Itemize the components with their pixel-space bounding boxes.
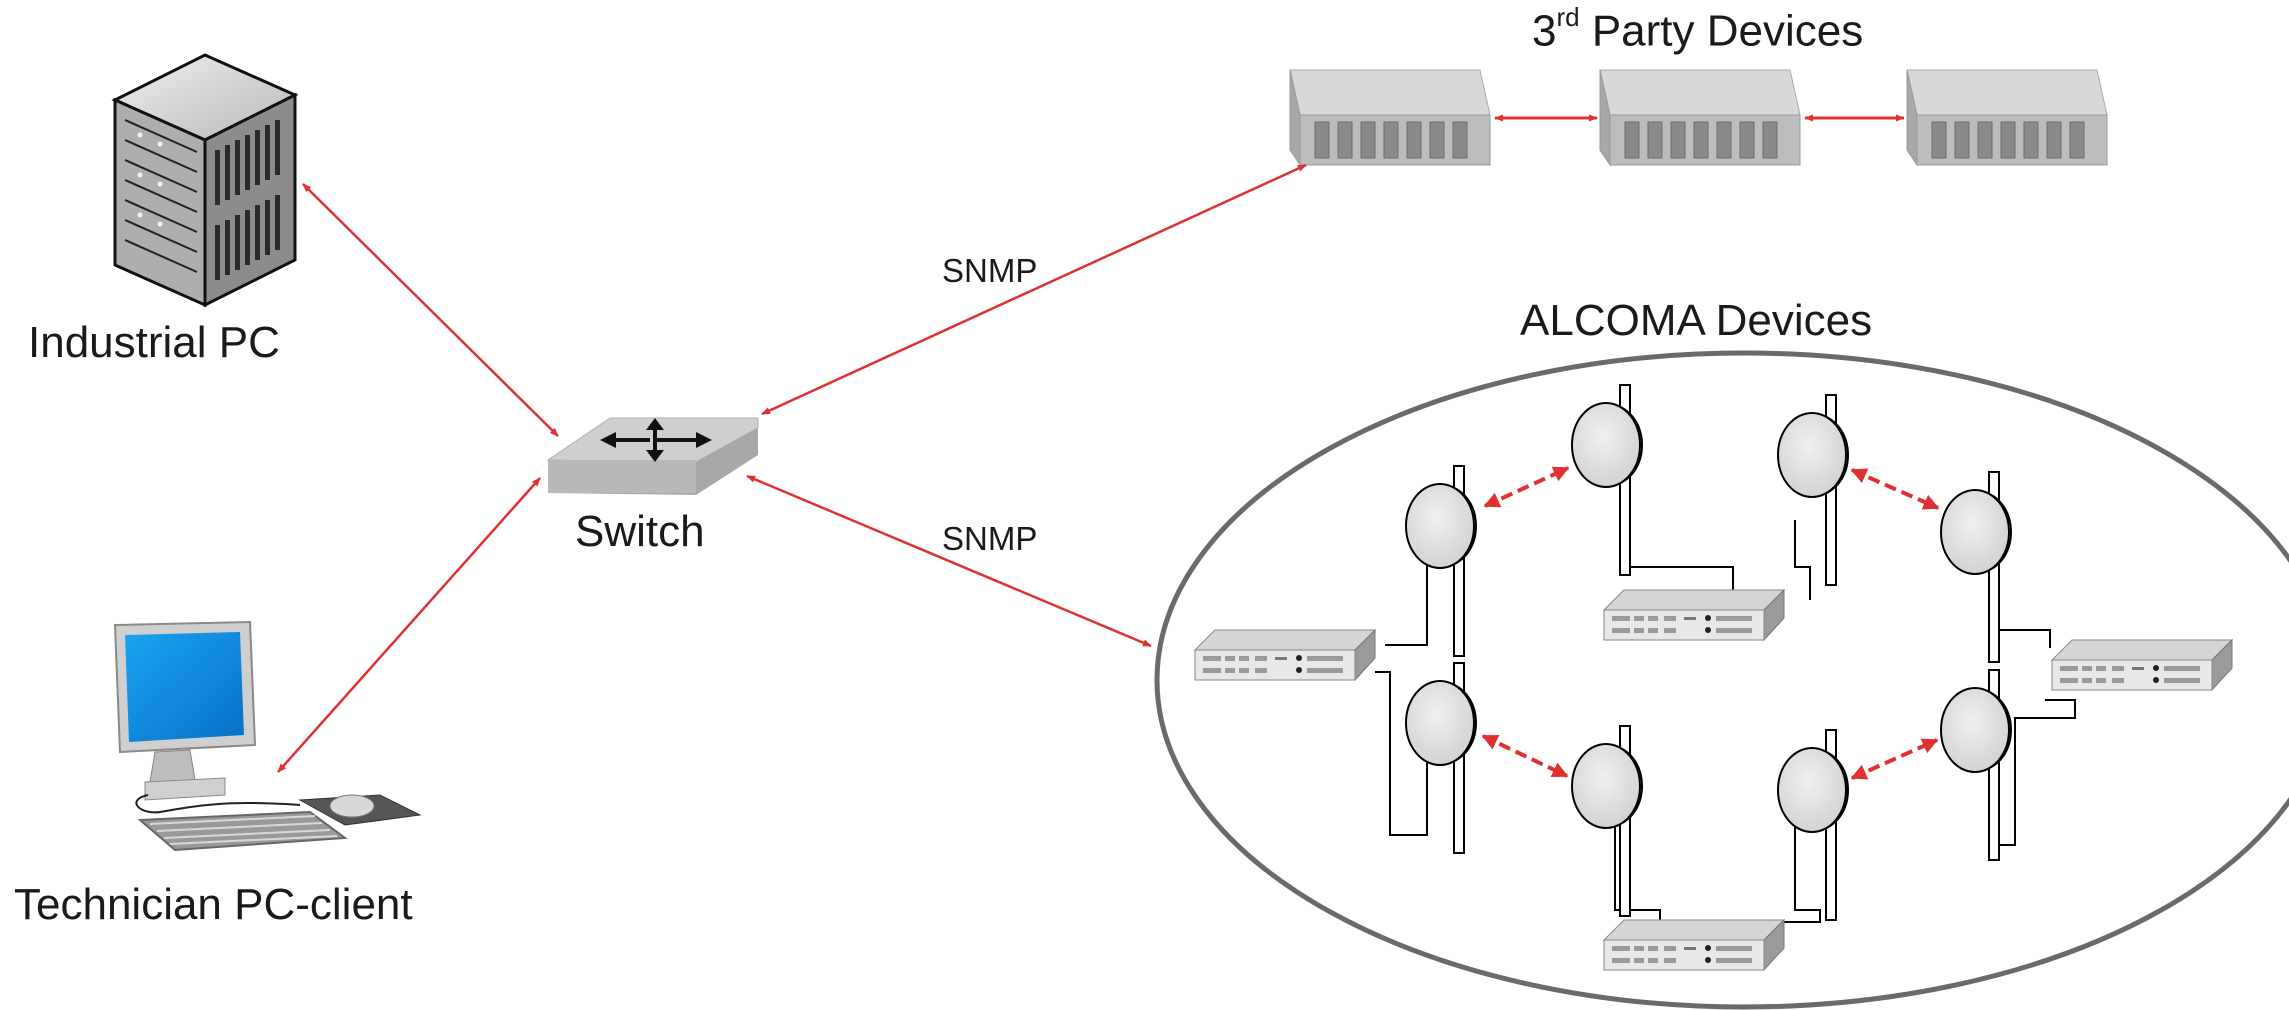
radio-dish-icon [1405,465,1477,657]
third-party-suffix: Party Devices [1579,6,1864,56]
snmp-label-bottom: SNMP [942,520,1038,557]
rack-unit-icon [1603,919,1785,971]
radio-dish-icon [1940,471,2012,663]
industrial-pc-label: Industrial PC [28,318,280,367]
connections [277,163,1307,773]
rack-device-icon [1599,69,1801,166]
rack-device-icon [1906,69,2108,166]
rack-device-icon [1289,69,1491,166]
server-tower-icon [111,53,299,308]
alcoma-devices-label: ALCOMA Devices [1520,296,1873,345]
third-party-devices [1289,69,2108,166]
alcoma-devices [1154,350,2289,1010]
rack-unit-icon [2051,639,2233,691]
radio-dish-icon [1571,725,1643,917]
snmp-label-top: SNMP [942,252,1038,289]
network-switch-icon [546,417,759,495]
third-party-superscript: rd [1556,2,1580,32]
radio-dish-icon [1777,729,1849,921]
radio-dish-icon [1777,394,1849,586]
third-party-prefix: 3 [1532,6,1557,56]
radio-dish-icon [1405,662,1477,854]
switch-label: Switch [575,507,705,556]
third-party-devices-label: 3rd Party Devices [1532,2,1864,57]
rack-unit-icon [1603,589,1785,641]
rack-unit-icon [1194,629,1376,681]
radio-dish-icon [1571,384,1643,576]
desktop-pc-icon [113,620,422,852]
technician-pc-label: Technician PC-client [14,880,413,929]
radio-dish-icon [1940,669,2012,861]
